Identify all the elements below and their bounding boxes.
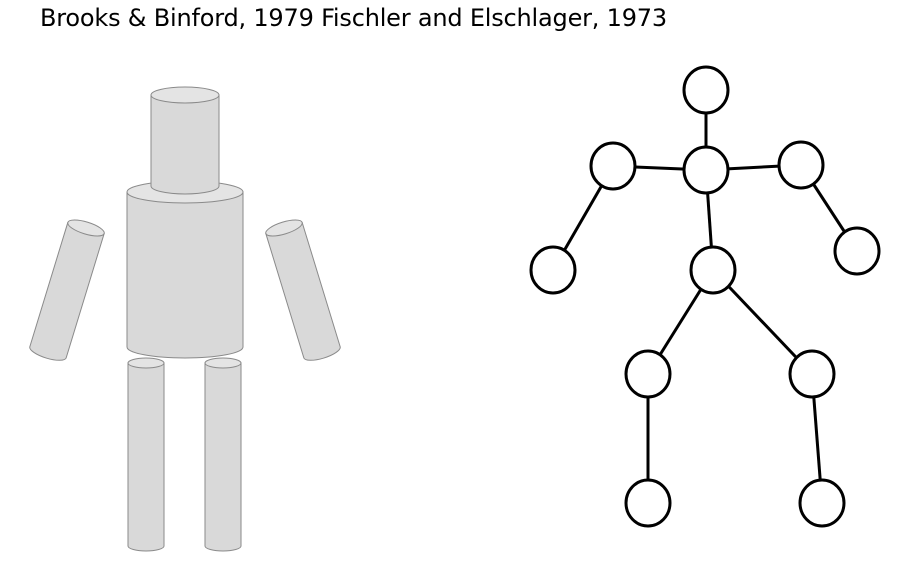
left-leg-cylinder <box>127 357 165 552</box>
node-right-hand <box>833 226 881 276</box>
node-neck <box>682 145 730 195</box>
head-cylinder <box>150 86 220 195</box>
node-right-knee <box>788 349 836 399</box>
page-title: Brooks & Binford, 1979 Fischler and Elsc… <box>40 4 667 32</box>
node-right-shoulder <box>777 140 825 190</box>
node-left-knee <box>624 349 672 399</box>
node-left-shoulder <box>589 141 637 191</box>
left-arm-cylinder <box>29 219 105 361</box>
node-pelvis <box>689 245 737 295</box>
graph-nodes <box>529 65 881 528</box>
torso-cylinder <box>126 180 244 359</box>
node-head <box>682 65 730 115</box>
node-left-hand <box>529 245 577 295</box>
node-right-foot <box>798 478 846 528</box>
cylinder-figure <box>29 86 341 552</box>
right-arm-cylinder <box>265 219 341 361</box>
node-left-foot <box>624 478 672 528</box>
right-leg-cylinder <box>204 357 242 552</box>
